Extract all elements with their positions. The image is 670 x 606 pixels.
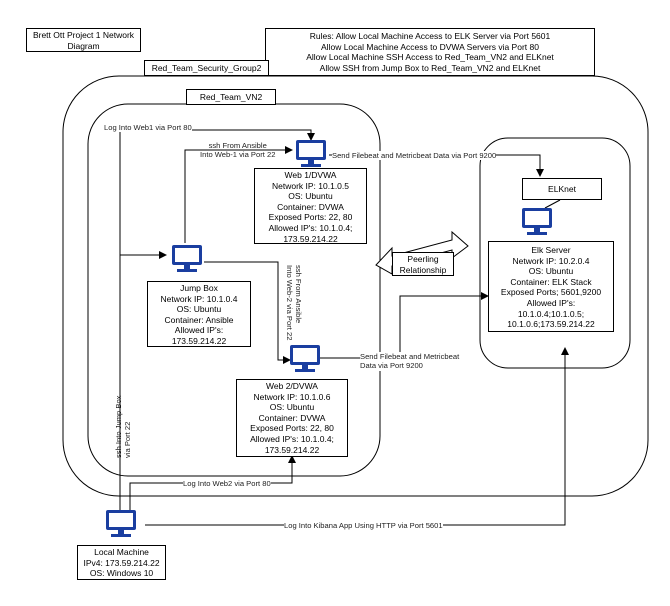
security-group-label: Red_Team_Security_Group2 [144,60,269,76]
peering-label: Peerling Relationship [392,252,454,276]
edge-filebeat-web2 [320,292,489,359]
web1-card: Web 1/DVWA Network IP: 10.1.0.5 OS: Ubun… [254,168,367,244]
label-kibana: Log Into Kibana App Using HTTP via Port … [284,521,443,531]
elknet-boundary [479,137,631,369]
edge-kibana [145,347,569,526]
label-web1-port80: Log Into Web1 via Port 80 [104,123,192,133]
edge-ssh-jump [119,251,167,510]
edge-ssh-web2 [204,261,291,364]
label-filebeat-web1: Send Filebeat and Metricbeat Data via Po… [332,151,497,161]
elk-computer-icon [522,208,552,235]
jumpbox-computer-icon [172,245,202,272]
web2-card: Web 2/DVWA Network IP: 10.1.0.6 OS: Ubun… [236,379,348,457]
label-ssh-web1: ssh From Ansible Into Web-1 via Port 22 [200,141,276,160]
elk-card: Elk Server Network IP: 10.2.0.4 OS: Ubun… [488,241,614,332]
edge-ssh-web1 [184,146,293,243]
local-machine-computer-icon [106,510,136,537]
diagram-title: Brett Ott Project 1 Network Diagram [26,28,141,52]
jumpbox-card: Jump Box Network IP: 10.1.0.4 OS: Ubuntu… [147,281,251,347]
label-filebeat-web2: Send Filebeat and Metricbeat Data via Po… [360,352,460,371]
label-ssh-web2: ssh From Ansible Into Web-2 via Port 22 [284,265,303,341]
rules-box: Rules: Allow Local Machine Access to ELK… [265,28,595,76]
web2-computer-icon [290,345,320,372]
elknet-label: ELKnet [522,178,602,200]
web1-computer-icon [296,140,326,167]
security-group-boundary [62,75,649,497]
edge-elknet-elk [544,199,561,209]
vn2-label: Red_Team_VN2 [186,89,276,105]
label-web2-port80: Log Into Web2 via Port 80 [183,479,271,489]
local-machine-card: Local Machine IPv4: 173.59.214.22 OS: Wi… [77,545,166,580]
label-ssh-jump: ssh Into Jump Box via Port 22 [114,395,133,458]
